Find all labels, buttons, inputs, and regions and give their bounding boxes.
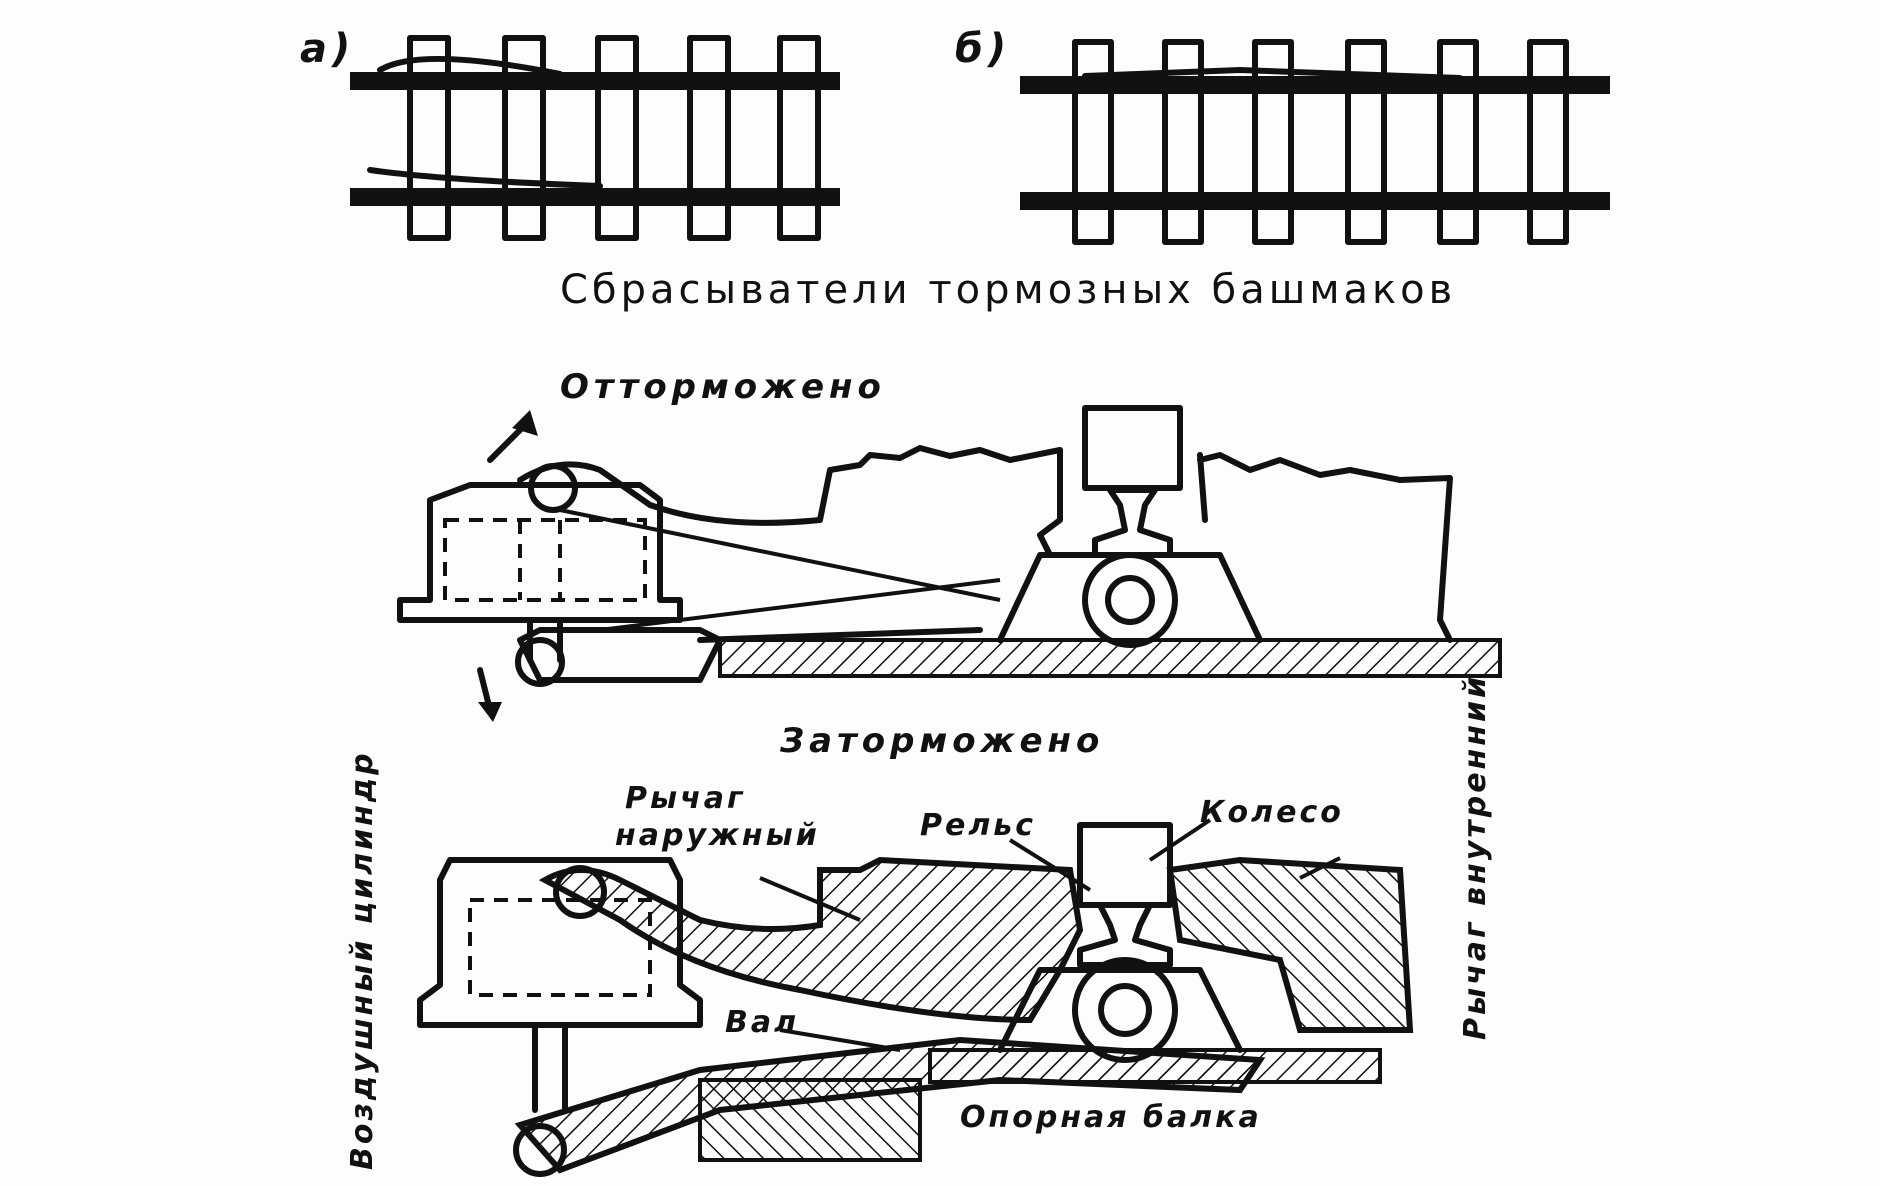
wheel-braked — [1077, 822, 1173, 908]
inner-lever-released — [1197, 452, 1453, 643]
track-b — [1020, 39, 1610, 245]
label-inner-lever: Рычаг внутренний — [1458, 674, 1493, 1040]
pivot-bottom-released — [515, 637, 565, 687]
outer-lever-braked — [538, 856, 1084, 1024]
outer-lever-released — [517, 445, 1063, 558]
rail-a-bottom — [350, 188, 840, 206]
rail-b-bottom — [1020, 192, 1610, 210]
air-cylinder-released — [397, 482, 683, 663]
shaft-released — [1082, 552, 1178, 648]
skid-b — [1082, 67, 1463, 81]
support-braked — [997, 967, 1243, 1053]
pivot-top-braked — [553, 865, 607, 919]
lower-link-released — [517, 627, 723, 683]
braked-mechanism — [417, 818, 1414, 1177]
label-rail: Рельс — [920, 808, 1036, 843]
rail-braked — [1077, 902, 1173, 968]
rail-b-top — [1020, 76, 1610, 94]
support-beam-braked — [514, 1036, 1266, 1174]
label-outer-lever-1: Рычаг — [625, 781, 746, 816]
label-support-beam: Опорная балка — [960, 1100, 1262, 1135]
skid-a-top — [377, 55, 563, 77]
track-a — [350, 35, 840, 241]
ground-released — [718, 638, 1502, 678]
top-caption: Сбрасыватели тормозных башмаков — [560, 267, 1456, 313]
braked-title: Заторможено — [779, 721, 1104, 761]
rail-a-top — [350, 72, 840, 90]
shaft-braked — [1072, 957, 1178, 1063]
subfig-b-label: б) — [955, 26, 1011, 72]
label-wheel: Колесо — [1200, 795, 1344, 830]
subfig-a-label: а) — [300, 26, 355, 72]
rail-released — [1092, 487, 1173, 558]
released-mechanism — [397, 405, 1502, 722]
support-released — [997, 552, 1263, 643]
label-air-cylinder: Воздушный цилиндр — [345, 750, 380, 1170]
sleepers-a — [407, 35, 821, 241]
air-cylinder-braked — [417, 857, 703, 1113]
pivot-bottom-braked — [513, 1123, 567, 1177]
inner-lever-braked — [1166, 856, 1414, 1033]
sleepers-b — [1072, 39, 1569, 245]
wheel-released — [1082, 405, 1183, 491]
label-outer-lever-2: наружный — [615, 818, 820, 853]
released-title: Отторможено — [560, 367, 886, 407]
label-shaft: Вал — [725, 1005, 799, 1040]
skid-a-bottom — [367, 167, 603, 189]
pivot-top-released — [528, 463, 578, 513]
